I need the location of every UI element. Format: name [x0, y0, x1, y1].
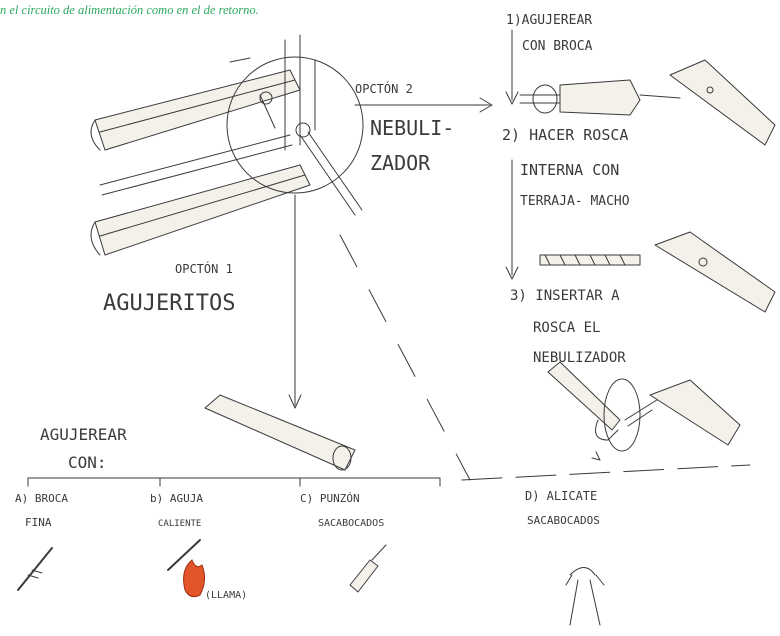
tool-a-line1: A) BROCA	[15, 492, 68, 505]
drill-sketch	[519, 79, 681, 116]
option1-heading-line2: CON:	[68, 453, 107, 472]
option-divider-line	[461, 464, 751, 481]
caption-text: n el circuito de alimentación como en el…	[0, 3, 259, 17]
pipe-piece-1	[669, 59, 776, 146]
tool-b-note: (LLAMA)	[205, 590, 247, 601]
step2-line1: 2) HACER ROSCA	[502, 126, 628, 144]
tool-d-line1: D) ALICATE	[525, 489, 597, 503]
tool-c-line1: C) PUNZÓN	[300, 492, 360, 505]
step3-line3: NEBULIZADOR	[533, 350, 626, 366]
step3-line1: 3) INSERTAR A	[510, 288, 620, 304]
option1-title: AGUJERITOS	[103, 291, 235, 316]
punch-icon	[349, 544, 387, 593]
tool-b-line1: b) AGUJA	[150, 492, 203, 505]
pipe-piece-3	[649, 379, 741, 446]
step2-line2: INTERNA CON	[520, 161, 619, 179]
option1-label: OPCTÓN 1	[175, 261, 233, 276]
step1-line2: CON BROCA	[522, 39, 593, 54]
wrench-sketch	[547, 361, 661, 461]
tool-c-line2: SACABOCADOS	[318, 518, 384, 529]
option1-heading-line1: AGUJEREAR	[40, 425, 127, 444]
tap-sketch	[539, 254, 641, 266]
tool-b-line2: CALIENTE	[158, 519, 201, 529]
dashed-diagonal-line	[339, 234, 471, 481]
plier-icon	[565, 567, 605, 626]
step3-line2: ROSCA EL	[533, 320, 600, 336]
pipe-assembly-sketch	[90, 34, 363, 256]
drill-bit-icon	[17, 547, 53, 591]
option2-label: OPCTÓN 2	[355, 81, 413, 96]
option2-title-line2: ZADOR	[370, 151, 431, 175]
pipe-piece-2	[654, 231, 776, 313]
step1-line1: 1)AGUJEREAR	[506, 13, 592, 28]
hot-needle-icon	[167, 539, 206, 598]
drilled-pipe-sketch	[204, 394, 356, 471]
step2-line3: TERRAJA- MACHO	[520, 194, 630, 209]
tool-a-line2: FINA	[25, 516, 52, 529]
tool-d-line2: SACABOCADOS	[527, 514, 600, 527]
option2-title-line1: NEBULI-	[370, 116, 454, 140]
detail-circle	[226, 56, 364, 194]
